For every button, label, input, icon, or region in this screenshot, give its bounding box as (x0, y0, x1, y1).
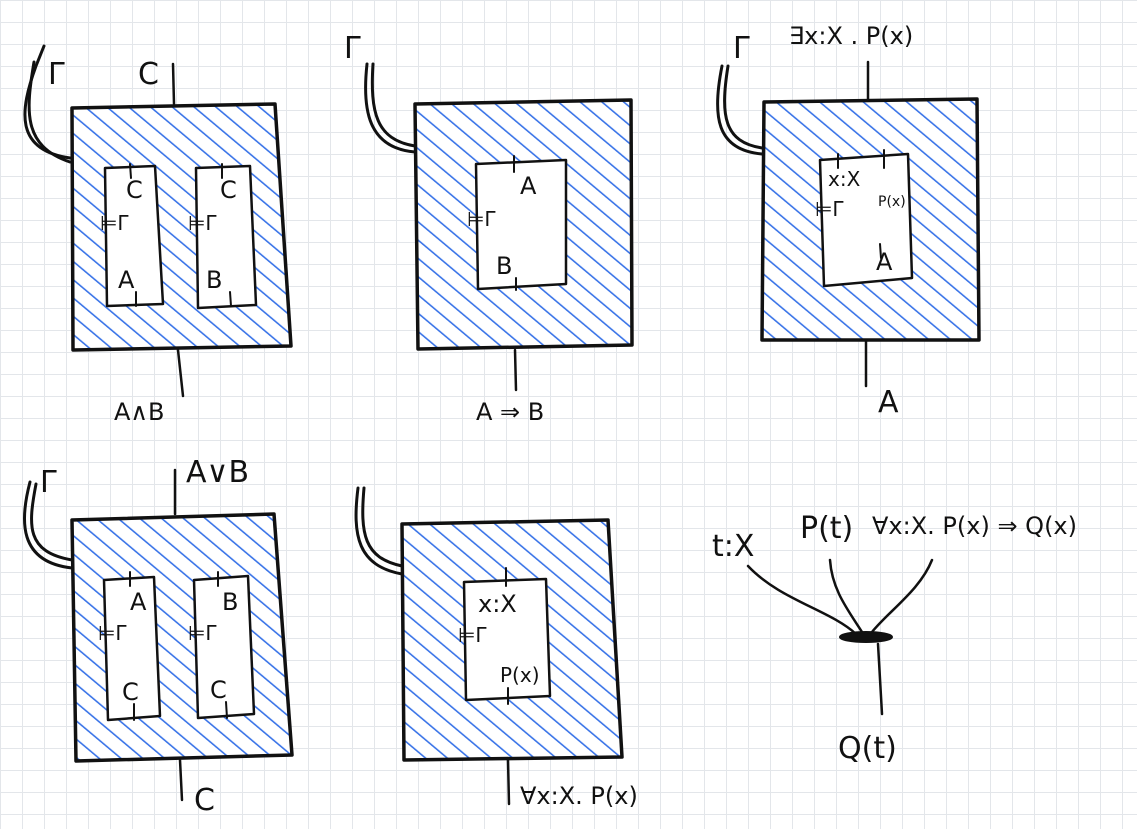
context-label: Γ (344, 31, 361, 66)
wire-p (828, 558, 864, 634)
box-pred: P(x) (878, 194, 906, 210)
inference-node (839, 631, 893, 643)
box-turnstile: ⊨Γ (458, 623, 487, 647)
wire-t (746, 564, 858, 636)
input-wire (176, 348, 185, 398)
left-box-goal: C (122, 678, 139, 706)
left-box-hyp: A (118, 266, 135, 294)
input-label-p: P(t) (800, 511, 853, 546)
right-subproof-box (192, 574, 256, 720)
box-goal: P(x) (500, 663, 540, 687)
box-var: x:X (828, 167, 861, 191)
box-var: x:X (478, 590, 517, 618)
context-wire (716, 64, 764, 156)
context-wire (364, 62, 417, 154)
left-box-turnstile: ⊨Γ (98, 621, 127, 645)
diagram-forall-intro: ∀x:X. P(x) x:X ⊨Γ P(x) (354, 486, 638, 810)
goal-label: ∀x:X. P(x) (520, 782, 638, 810)
input-label: A∧B (114, 398, 164, 426)
left-subproof-box (102, 575, 162, 722)
box-hyp: B (496, 252, 512, 280)
box-turnstile: ⊨Γ (467, 207, 496, 231)
box-goal: A (520, 172, 537, 200)
input-label: ∃x:X . P(x) (789, 22, 913, 50)
wire-forall (870, 558, 934, 634)
right-box-goal: C (220, 176, 237, 204)
output-wire (876, 642, 884, 716)
input-label-forall: ∀x:X. P(x) ⇒ Q(x) (872, 512, 1077, 540)
context-wire (354, 486, 404, 576)
right-box-hyp: B (222, 588, 238, 616)
left-box-turnstile: ⊨Γ (100, 211, 129, 235)
output-label: Q(t) (838, 731, 897, 766)
left-subproof-box (103, 164, 165, 308)
goal-wire (171, 62, 176, 106)
context-label: Γ (733, 31, 750, 66)
subproof-box (818, 152, 914, 288)
input-label: A∨B (186, 455, 249, 490)
goal-wire (506, 758, 511, 806)
diagram-implies-intro: Γ A ⇒ B A ⊨Γ B (344, 31, 634, 426)
goal-label: C (194, 783, 215, 818)
goal-label: A (878, 385, 899, 420)
right-box-goal: C (210, 676, 227, 704)
subproof-box (474, 158, 568, 291)
subproof-box (462, 577, 552, 702)
diagram-and-elim: Γ C A∧B C ⊨Γ A C ⊨Γ B (23, 44, 293, 426)
left-box-hyp: A (130, 588, 147, 616)
right-box-hyp: B (206, 266, 222, 294)
right-box-turnstile: ⊨Γ (188, 621, 217, 645)
diagram-forall-elim: t:X P(t) ∀x:X. P(x) ⇒ Q(x) Q(t) (712, 511, 1077, 766)
box-goal: A (876, 248, 893, 276)
goal-wire (178, 758, 184, 802)
right-subproof-box (194, 164, 258, 310)
left-box-goal: C (126, 176, 143, 204)
goal-wire (513, 348, 518, 392)
context-wire (22, 480, 74, 570)
context-label: Γ (40, 465, 57, 500)
context-label: Γ (48, 57, 65, 92)
diagram-or-elim: Γ A∨B C A ⊨Γ C B ⊨Γ C (22, 455, 294, 818)
goal-label: A ⇒ B (476, 398, 544, 426)
goal-label: C (138, 57, 159, 92)
right-box-turnstile: ⊨Γ (188, 211, 217, 235)
input-label-t: t:X (712, 529, 754, 564)
box-turnstile: ⊨Γ (815, 197, 844, 221)
diagram-exists-elim: Γ ∃x:X . P(x) A x:X ⊨Γ P(x) A (716, 22, 981, 420)
